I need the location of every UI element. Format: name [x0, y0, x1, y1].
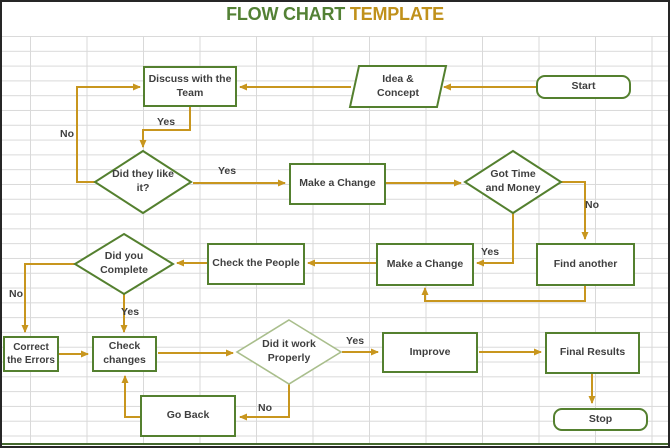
node-label: Final Results: [559, 346, 626, 359]
parallelogram-idea-concept[interactable]: [348, 65, 448, 108]
node-improve[interactable]: Improve: [382, 332, 478, 373]
title-flow-chart: FLOW CHART: [226, 4, 346, 24]
bottom-green-rule: [2, 443, 668, 445]
node-did-you-complete-label: Did you Complete: [100, 250, 148, 276]
edge-label-no-complete-correct: No: [9, 288, 23, 300]
edge-label-yes-discuss-like: Yes: [156, 116, 176, 128]
edge-label-yes-gottime-makechange2: Yes: [480, 246, 500, 258]
edge-label-yes-complete-checkchanges: Yes: [120, 306, 140, 318]
edge-findanother-makechange2: [421, 286, 586, 302]
connectors: [21, 83, 596, 421]
node-find-another[interactable]: Find another: [536, 243, 635, 286]
node-label: Start: [571, 80, 596, 93]
node-label: Make a Change: [299, 177, 376, 190]
edge-label-no-gottime-findanother: No: [585, 199, 599, 211]
node-label: Discuss with the Team: [148, 72, 232, 99]
node-label: Improve: [409, 345, 451, 358]
edge-discuss-like-yes: [139, 107, 191, 148]
edge-like-discuss-no: [76, 83, 141, 183]
node-got-time-and-money-label: Got Time and Money: [485, 168, 541, 194]
edge-complete-correct-no: [21, 263, 75, 333]
edge-gottime-findanother-no: [561, 181, 589, 240]
node-discuss-team[interactable]: Discuss with the Team: [143, 66, 237, 107]
node-label: Correct the Errors: [7, 342, 55, 366]
node-stop[interactable]: Stop: [553, 408, 648, 431]
title-template: TEMPLATE: [349, 4, 444, 24]
node-start[interactable]: Start: [536, 75, 631, 99]
node-final-results[interactable]: Final Results: [545, 332, 640, 374]
node-check-the-people[interactable]: Check the People: [207, 243, 305, 285]
grid-lines: [2, 36, 668, 443]
node-label: Make a Change: [386, 257, 464, 270]
node-make-a-change-1[interactable]: Make a Change: [289, 163, 386, 205]
node-label: Find another: [553, 257, 618, 270]
node-make-a-change-2[interactable]: Make a Change: [376, 243, 474, 286]
edge-label-no-didwork-goback: No: [258, 402, 272, 414]
edge-didwork-goback-no: [239, 384, 290, 421]
diamond-got-time-and-money[interactable]: [463, 149, 563, 215]
node-idea-concept-label: Idea & Concept: [377, 72, 419, 99]
node-label: Check the People: [212, 257, 300, 270]
node-label: Go Back: [166, 409, 210, 422]
node-did-it-work-properly-label: Did it work Properly: [262, 338, 316, 364]
edge-label-yes-like-makechange: Yes: [217, 165, 237, 177]
node-correct-the-errors[interactable]: Correct the Errors: [3, 336, 59, 372]
diamond-did-they-like-it[interactable]: [93, 149, 193, 215]
edge-goback-checkchanges: [121, 375, 140, 418]
node-check-changes[interactable]: Check changes: [92, 336, 157, 372]
diamond-did-you-complete[interactable]: [73, 232, 175, 296]
page-title: FLOW CHART TEMPLATE: [0, 4, 670, 25]
diamond-did-it-work-properly[interactable]: [235, 319, 343, 385]
edge-label-no-like-discuss: No: [60, 128, 74, 140]
edge-gottime-makechange2-yes: [476, 213, 514, 267]
node-did-they-like-it-label: Did they like it?: [112, 168, 174, 194]
node-label: Check changes: [103, 340, 146, 366]
node-label: Stop: [588, 412, 613, 425]
edge-label-yes-didwork-improve: Yes: [345, 335, 365, 347]
node-go-back[interactable]: Go Back: [140, 395, 236, 437]
